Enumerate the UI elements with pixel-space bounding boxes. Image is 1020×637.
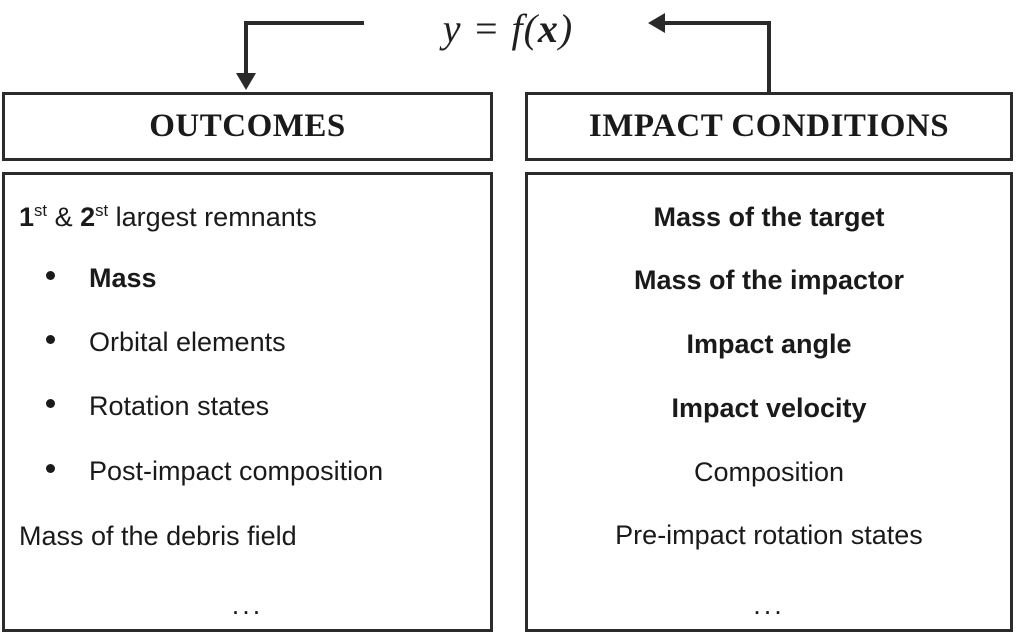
outcomes-bullet-label-rotation-states: Rotation states: [89, 391, 270, 421]
bullet-dot-icon: [46, 399, 55, 408]
arrow-left-from-impact-conditions-head-icon: [648, 13, 665, 33]
impact-conditions-header-label: IMPACT CONDITIONS: [588, 108, 950, 144]
outcomes-bullet-item-mass: Mass: [46, 263, 157, 294]
impact-conditions-body-box: Mass of the target Mass of the impactor …: [525, 172, 1013, 632]
bullet-dot-icon: [46, 335, 55, 344]
formula-vector-x: x: [537, 5, 559, 51]
outcomes-bullet-label-mass: Mass: [89, 263, 157, 293]
outcomes-list: 1st & 2st largest remnants Mass Orbital …: [5, 175, 490, 629]
impact-conditions-item-impact-angle: Impact angle: [686, 329, 852, 359]
outcomes-item-debris-field-mass: Mass of the debris field: [19, 521, 297, 551]
arrow-left-from-impact-conditions-horizontal: [663, 21, 771, 25]
outcomes-bullet-item-orbital-elements: Orbital elements: [46, 327, 286, 358]
formula-lhs: y = f(: [442, 5, 538, 51]
impact-conditions-ellipsis: ...: [753, 590, 785, 620]
outcomes-bullet-item-post-impact-composition: Post-impact composition: [46, 456, 383, 487]
outcomes-ellipsis: ...: [231, 590, 264, 620]
impact-conditions-item-pre-impact-rotation-states: Pre-impact rotation states: [615, 520, 923, 550]
outcomes-bullet-label-orbital-elements: Orbital elements: [89, 327, 286, 357]
formula-y-equals-f-of-x: y = f(x): [398, 0, 618, 56]
impact-conditions-item-mass-of-impactor: Mass of the impactor: [633, 265, 905, 295]
formula-rhs: ): [558, 5, 574, 51]
impact-conditions-item-composition: Composition: [693, 457, 845, 487]
arrow-down-to-outcomes-head-icon: [236, 73, 256, 90]
outcomes-header-box: OUTCOMES: [2, 92, 493, 161]
outcomes-bullet-label-post-impact-composition: Post-impact composition: [89, 456, 384, 486]
outcomes-item-largest-remnants-tail: largest remnants: [108, 202, 317, 232]
outcomes-body-box: 1st & 2st largest remnants Mass Orbital …: [2, 172, 493, 632]
impact-conditions-item-impact-velocity: Impact velocity: [671, 393, 867, 423]
ordinal-second-suffix: st: [95, 201, 109, 220]
ordinal-second-number: 2: [80, 202, 96, 232]
bullet-dot-icon: [46, 464, 55, 473]
ordinal-first-suffix: st: [34, 201, 48, 220]
impact-conditions-item-mass-of-target: Mass of the target: [653, 202, 885, 232]
arrow-down-to-outcomes-vertical: [244, 21, 248, 75]
impact-conditions-header-box: IMPACT CONDITIONS: [525, 92, 1013, 161]
arrow-down-to-outcomes-horizontal: [244, 21, 364, 25]
outcomes-item-largest-remnants: 1st & 2st largest remnants: [19, 202, 317, 231]
ordinal-first-number: 1: [19, 202, 35, 232]
ordinal-conjunction: &: [47, 202, 81, 232]
arrow-left-from-impact-conditions-vertical: [767, 21, 771, 92]
bullet-dot-icon: [46, 271, 55, 280]
impact-conditions-list: Mass of the target Mass of the impactor …: [528, 175, 1010, 629]
outcomes-bullet-item-rotation-states: Rotation states: [46, 391, 269, 422]
outcomes-header-label: OUTCOMES: [149, 108, 346, 144]
